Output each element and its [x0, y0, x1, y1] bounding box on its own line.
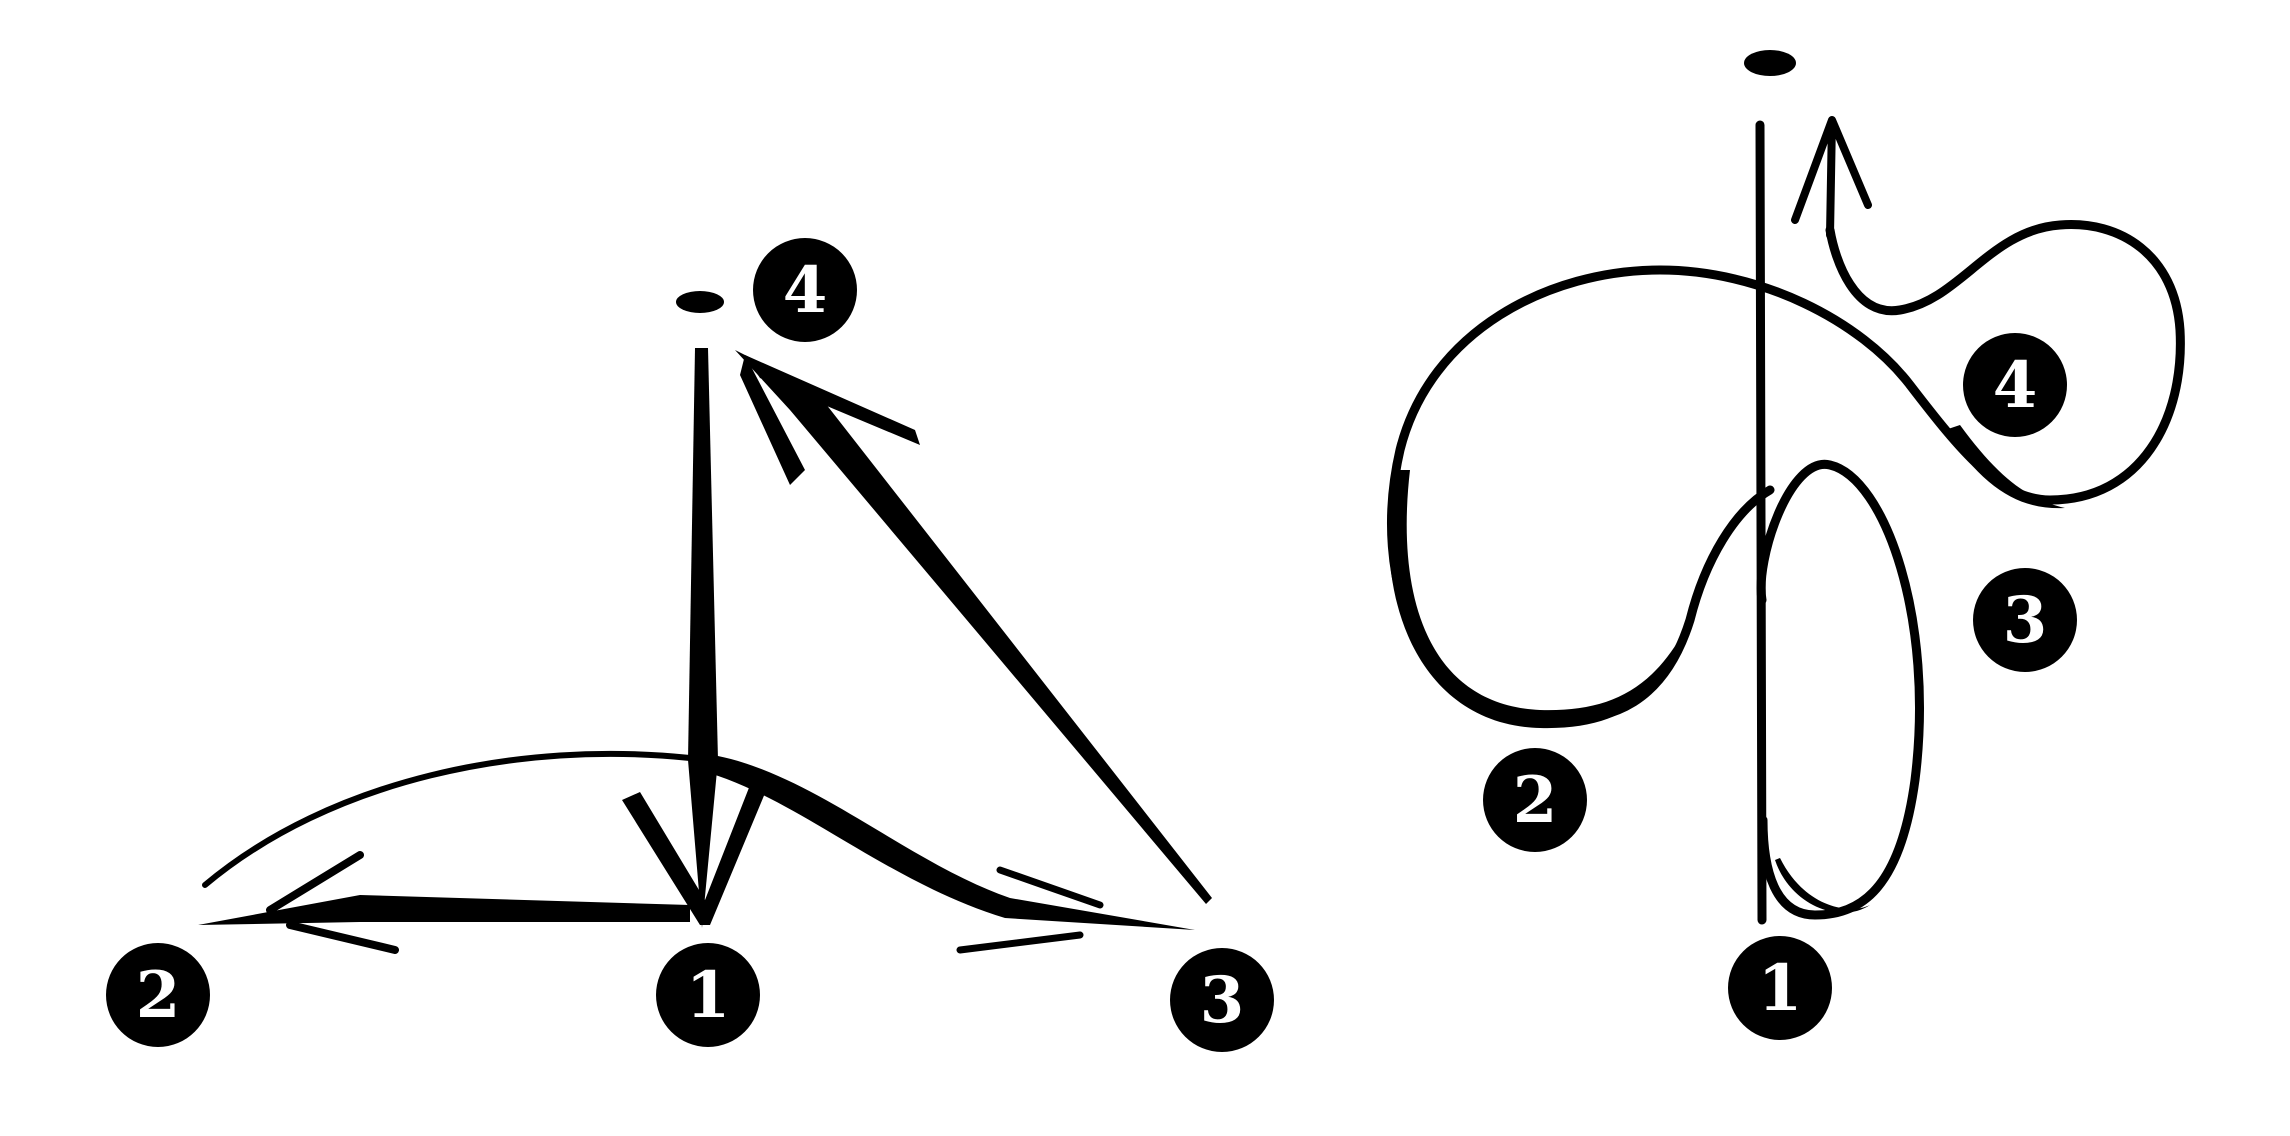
left-arrowhead-3 — [956, 866, 1104, 954]
right-loop-1 — [1756, 460, 1924, 920]
left-downbeat-arrowhead — [622, 780, 768, 925]
right-badge-1: 1 — [1728, 936, 1832, 1040]
left-arrowhead-2 — [266, 851, 399, 954]
left-arrowhead-4 — [740, 355, 920, 485]
left-badge-1: 1 — [656, 943, 760, 1047]
left-badge-2: 2 — [106, 943, 210, 1047]
right-badge-3-label: 3 — [2003, 583, 2048, 658]
left-badge-3: 3 — [1170, 948, 1274, 1052]
left-badge-1-label: 1 — [686, 958, 731, 1033]
left-badge-2-label: 2 — [136, 958, 181, 1033]
left-badge-4: 4 — [753, 238, 857, 342]
right-badge-2: 2 — [1483, 748, 1587, 852]
right-badge-1-label: 1 — [1758, 951, 1803, 1026]
right-loop-2-heavy — [1388, 470, 1690, 729]
left-stroke-to-4 — [735, 350, 1212, 904]
right-badge-3: 3 — [1973, 568, 2077, 672]
right-badge-2-label: 2 — [1513, 763, 1558, 838]
right-loop-1-heavy-base — [1775, 858, 1870, 913]
left-start-dot — [676, 291, 724, 313]
right-start-dot — [1744, 50, 1796, 76]
right-diagram: 2 1 3 4 — [1387, 50, 2185, 1040]
right-badge-4-label: 4 — [1993, 348, 2038, 423]
left-arc-to-3 — [690, 752, 1195, 930]
right-vertical-stroke — [1755, 120, 1767, 925]
left-badge-3-label: 3 — [1200, 963, 1245, 1038]
left-badge-4-label: 4 — [783, 253, 828, 328]
right-badge-4: 4 — [1963, 333, 2067, 437]
right-arrowhead-4 — [1791, 116, 1872, 239]
right-loop-4-heavy — [1945, 425, 2065, 509]
left-diagram: 2 1 3 4 — [106, 238, 1274, 1052]
left-downbeat-stroke — [688, 348, 718, 928]
left-stroke-to-2 — [198, 895, 690, 925]
left-arc-guide — [202, 750, 693, 888]
